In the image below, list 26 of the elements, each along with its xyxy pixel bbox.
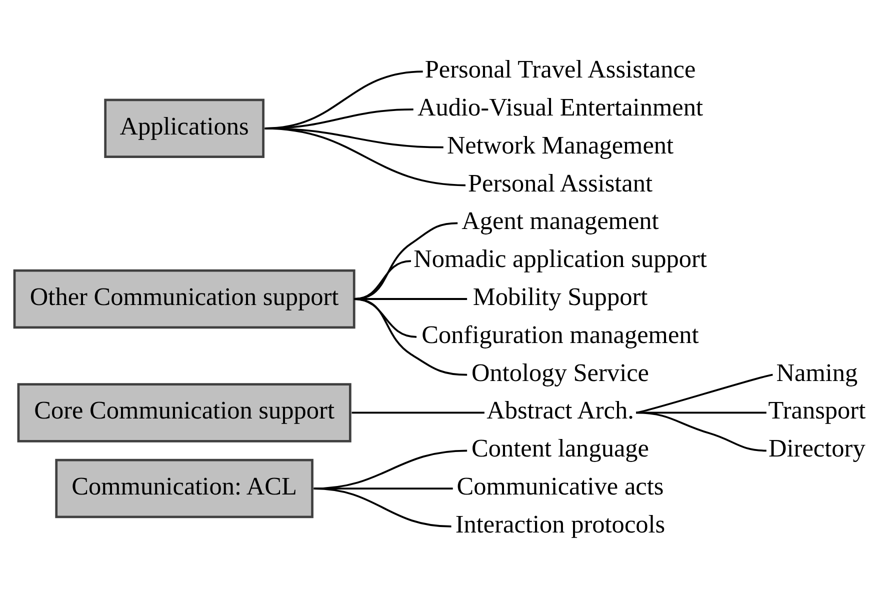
node-text: Abstract Arch. <box>486 396 634 425</box>
node-text: Network Management <box>446 131 674 160</box>
connector <box>636 412 766 452</box>
node-text: Ontology Service <box>471 358 650 387</box>
node-text: Content language <box>472 434 650 463</box>
node-text: Interaction protocols <box>455 510 666 538</box>
node-text: Personal Travel Assistance <box>424 56 696 84</box>
connector <box>354 298 468 376</box>
connector <box>264 127 466 186</box>
node-box: Core Communication support <box>17 383 352 442</box>
node-box: Other Communication support <box>13 269 356 329</box>
node-text: Nomadic application support <box>414 245 707 274</box>
node-text: Configuration management <box>422 320 699 349</box>
connector <box>314 488 452 528</box>
node-box: Communication: ACL <box>55 458 314 518</box>
node-text: Mobility Support <box>472 283 648 312</box>
node-box: Applications <box>104 98 264 158</box>
node-text: Personal Assistant <box>468 169 653 198</box>
connector <box>636 374 773 414</box>
node-text: Directory <box>768 434 866 463</box>
node-text: Audio-Visual Entertainment <box>418 93 703 122</box>
node-text: Agent management <box>462 207 659 236</box>
node-text: Communicative acts <box>456 472 664 501</box>
connector <box>352 412 484 414</box>
node-text: Naming <box>776 358 858 387</box>
node-text: Transport <box>768 396 866 425</box>
